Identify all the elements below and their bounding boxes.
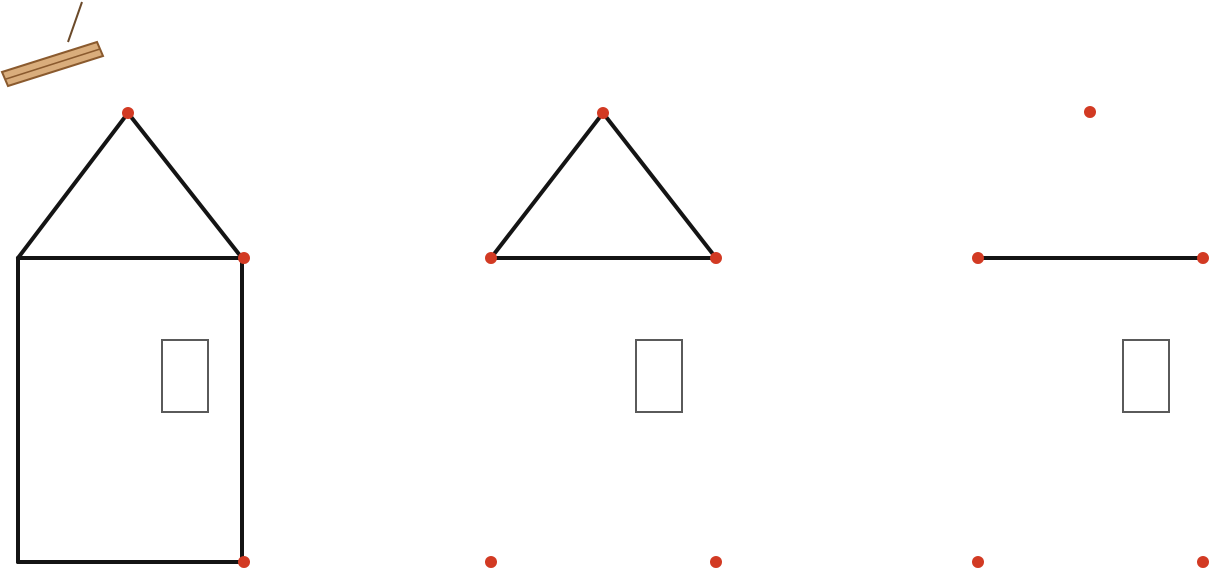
window-rectangle [162, 340, 208, 412]
roof-right-line [603, 113, 716, 258]
dot-roof-right[interactable] [710, 252, 722, 264]
dot-roof-right[interactable] [1197, 252, 1209, 264]
panel-triangle [485, 107, 722, 568]
dot-roof-left[interactable] [485, 252, 497, 264]
roof-left-line [18, 113, 128, 258]
dot-roof-right[interactable] [238, 252, 250, 264]
dot-apex[interactable] [122, 107, 134, 119]
panel-complete-house [18, 107, 250, 568]
roof-right-line [128, 113, 242, 258]
window-rectangle [1123, 340, 1169, 412]
window-rectangle [636, 340, 682, 412]
pencil-icon[interactable] [2, 2, 103, 86]
dot-base-left[interactable] [972, 556, 984, 568]
dot-roof-left[interactable] [972, 252, 984, 264]
dot-base-right[interactable] [238, 556, 250, 568]
dot-apex[interactable] [597, 107, 609, 119]
dot-base-right[interactable] [710, 556, 722, 568]
dot-base-left[interactable] [485, 556, 497, 568]
panel-one-line [972, 106, 1209, 568]
dot-base-right[interactable] [1197, 556, 1209, 568]
dot-apex[interactable] [1084, 106, 1096, 118]
roof-left-line [491, 113, 603, 258]
